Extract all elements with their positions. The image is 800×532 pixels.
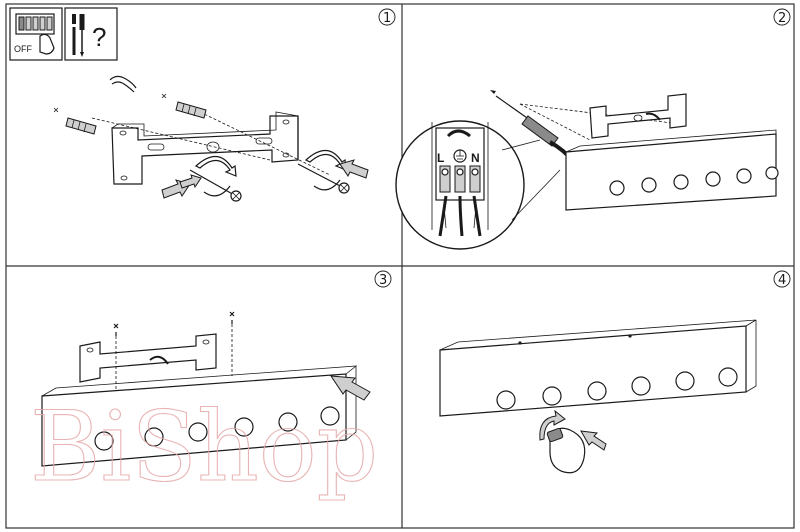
panel-4-insert-bulb [440,320,756,473]
terminal-label-live: L [437,151,444,165]
watermark: BiShop [30,391,378,503]
fixture-body [566,130,778,210]
question-mark: ? [92,22,106,52]
fixture-body-4 [440,320,756,416]
panel-3-fix-fixture: BiShop [30,312,378,503]
wall-plug-right [162,94,206,118]
step-1-badge: 1 [379,9,395,26]
step-4-badge: 4 [774,271,790,288]
step-2-number: 2 [778,11,786,26]
step-3-number: 3 [379,273,387,288]
wall-bracket [590,94,686,138]
panel-1-bracket-mounting [54,76,368,201]
step-4-number: 4 [778,273,786,288]
mounting-bracket [112,112,298,184]
wall-plug-left [54,108,96,134]
step-2-badge: 2 [774,9,790,26]
power-cable [110,76,136,92]
power-off-icon: OFF [10,8,62,60]
push-arrow-left-2 [180,175,201,188]
bracket-behind [80,334,216,382]
terminal-detail-circle: L N [396,121,524,249]
panel-2-wiring: L N [396,90,778,249]
bulb-icon [547,428,585,473]
terminal-label-neutral: N [471,151,480,165]
tools-question-icon: ? [65,8,117,60]
off-label: OFF [14,44,32,54]
push-arrow-right [340,160,368,178]
step-3-badge: 3 [375,271,391,288]
step-1-number: 1 [383,11,391,26]
